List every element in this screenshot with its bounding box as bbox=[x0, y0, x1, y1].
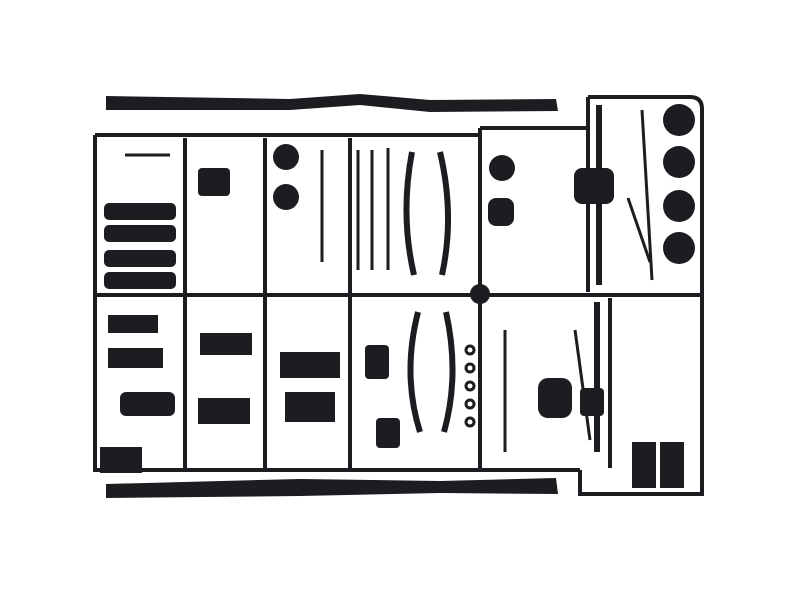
spring-assemblies bbox=[403, 151, 456, 433]
chassis-rails bbox=[106, 94, 558, 498]
axles bbox=[538, 105, 614, 452]
wheels bbox=[273, 104, 695, 304]
rods bbox=[125, 109, 654, 452]
washers bbox=[464, 344, 476, 428]
small-parts bbox=[100, 168, 684, 488]
fuel-tanks bbox=[104, 203, 176, 289]
